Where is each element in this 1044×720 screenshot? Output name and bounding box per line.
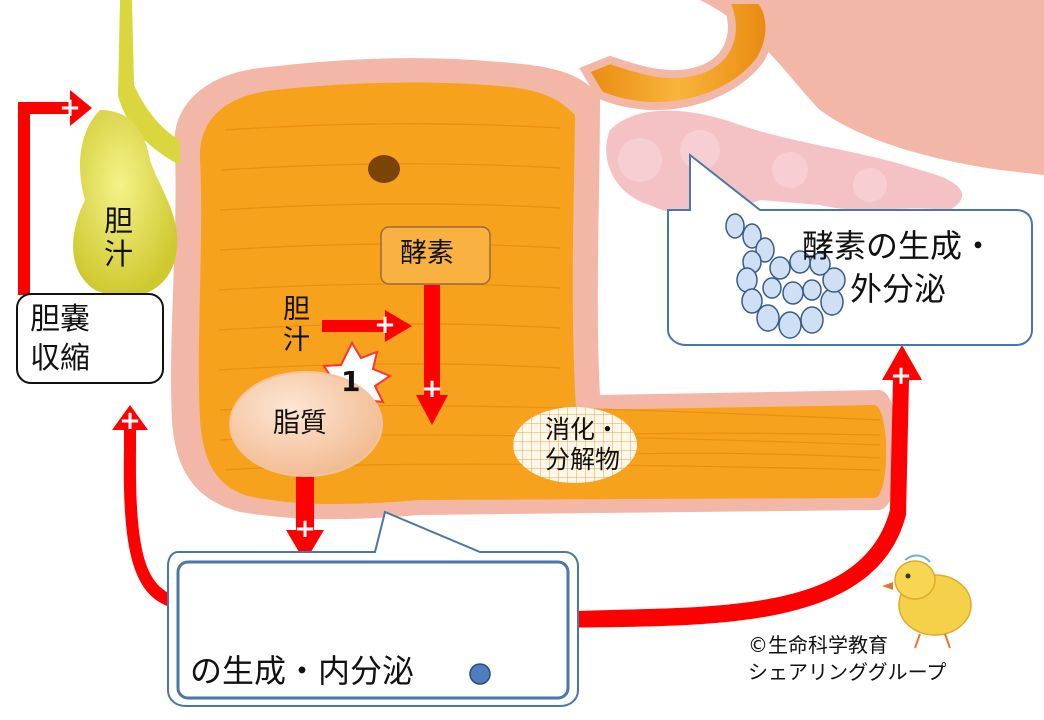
gallbladder-bile-label: 胆 汁	[104, 204, 134, 272]
acinus-cells	[725, 213, 846, 339]
plus-icon: +	[374, 310, 396, 340]
chick-mascot	[882, 554, 972, 649]
plus-icon: +	[119, 406, 141, 436]
fat-ellipse	[229, 371, 383, 477]
fat-label: 脂質	[273, 408, 327, 439]
digestion-ellipse	[513, 407, 637, 483]
plus-icon: +	[421, 374, 443, 404]
gallbladder-contraction-box	[16, 293, 164, 384]
hormone-dot	[469, 663, 491, 685]
enzyme-label: 酵素	[400, 238, 454, 269]
hormone-callout	[167, 510, 579, 707]
credit-line-2: シェアリンググループ	[748, 660, 947, 684]
stomach	[579, 0, 1044, 175]
plus-icon: +	[890, 361, 912, 391]
gallbladder	[73, 0, 180, 297]
credit-line-1: ©生命科学教育	[748, 633, 888, 657]
red-arrows	[18, 90, 922, 628]
gallbladder-contraction-label: 胆嚢 収縮	[30, 302, 90, 376]
enzyme-box	[380, 226, 491, 285]
pancreas-callout-label: 酵素の生成・ 外分泌	[802, 227, 995, 309]
plus-icon: +	[294, 514, 316, 544]
plus-icon: +	[59, 93, 81, 123]
digestion-label: 消化・ 分解物	[545, 415, 621, 474]
burst-number: 1	[341, 365, 361, 398]
bile-arrow-label: 胆 汁	[283, 294, 310, 357]
hormone-callout-label: の生成・内分泌	[190, 652, 415, 690]
